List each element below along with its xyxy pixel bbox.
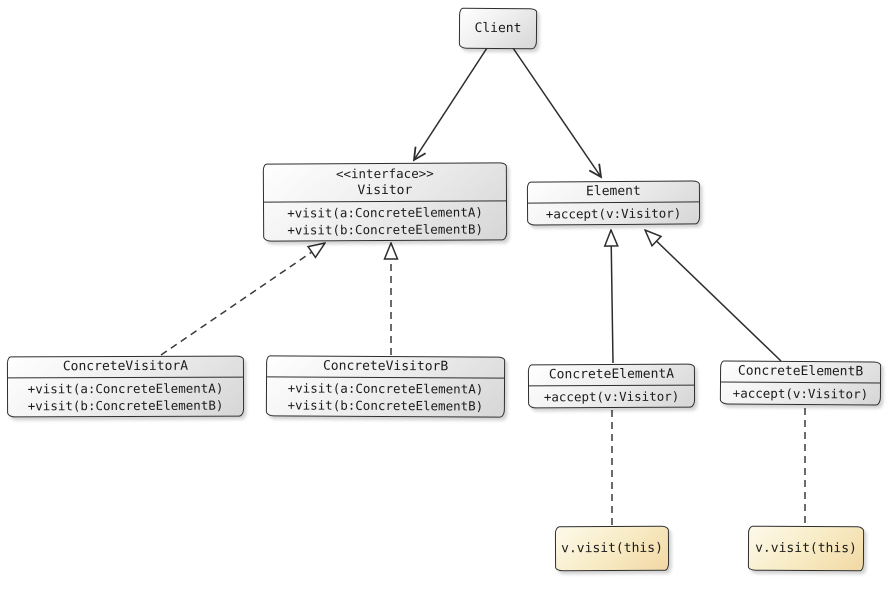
class-name: Element [585, 183, 641, 200]
class-concrete-visitor-b-header: ConcreteVisitorB [267, 356, 504, 377]
method: +accept(v:Visitor) [545, 205, 682, 222]
note-v-visit-this-a: v.visit(this) [554, 525, 670, 572]
method: +visit(b:ConcreteElementB) [287, 221, 484, 238]
class-concrete-element-b: ConcreteElementB +accept(v:Visitor) [719, 360, 882, 406]
edge-client-to-visitor-dependency [414, 47, 488, 160]
class-client-header: Client [460, 9, 536, 49]
edge-concretevisitora-realizes-visitor [160, 243, 325, 356]
class-concrete-element-a: ConcreteElementA +accept(v:Visitor) [527, 363, 696, 409]
class-element-header: Element [528, 181, 699, 202]
class-concrete-visitor-a: ConcreteVisitorA +visit(a:ConcreteElemen… [6, 355, 245, 418]
class-name: ConcreteElementB [737, 363, 864, 380]
class-concrete-element-b-header: ConcreteElementB [721, 361, 880, 382]
note-text: v.visit(this) [561, 540, 663, 557]
note-v-visit-this-b: v.visit(this) [747, 525, 865, 572]
class-name: ConcreteElementA [548, 366, 675, 383]
edge-client-to-element-dependency [512, 47, 601, 177]
class-name: Client [474, 20, 522, 36]
note-text: v.visit(this) [755, 540, 857, 557]
edge-concreteelementa-extends-element [611, 230, 613, 364]
method: +accept(v:Visitor) [732, 385, 869, 402]
method: +accept(v:Visitor) [543, 388, 680, 405]
edge-concreteelementb-extends-element [645, 230, 782, 362]
class-element: Element +accept(v:Visitor) [526, 180, 701, 226]
method: +visit(a:ConcreteElementA) [27, 380, 224, 397]
class-concrete-element-a-methods: +accept(v:Visitor) [528, 384, 695, 408]
class-concrete-visitor-a-header: ConcreteVisitorA [8, 357, 243, 378]
class-concrete-visitor-a-methods: +visit(a:ConcreteElementA) +visit(b:Conc… [7, 376, 244, 417]
class-client: Client [458, 7, 538, 50]
method: +visit(a:ConcreteElementA) [287, 380, 484, 397]
class-concrete-visitor-b: ConcreteVisitorB +visit(a:ConcreteElemen… [265, 355, 506, 418]
method: +visit(a:ConcreteElementA) [287, 204, 483, 221]
class-concrete-visitor-b-methods: +visit(a:ConcreteElementA) +visit(b:Conc… [266, 376, 505, 417]
class-visitor: <<interface>> Visitor +visit(a:ConcreteE… [262, 162, 508, 242]
class-visitor-header: <<interface>> Visitor [264, 163, 506, 201]
method: +visit(b:ConcreteElementB) [287, 397, 484, 414]
method: +visit(b:ConcreteElementB) [27, 397, 224, 414]
class-name: ConcreteVisitorA [62, 358, 189, 375]
class-name: Visitor [357, 182, 413, 199]
class-element-methods: +accept(v:Visitor) [527, 201, 700, 225]
class-visitor-methods: +visit(a:ConcreteElementA) +visit(b:Conc… [263, 200, 507, 241]
class-stereotype: <<interface>> [335, 165, 434, 182]
class-concrete-element-a-header: ConcreteElementA [529, 365, 694, 386]
class-concrete-element-b-methods: +accept(v:Visitor) [720, 381, 881, 405]
class-name: ConcreteVisitorB [322, 358, 449, 375]
